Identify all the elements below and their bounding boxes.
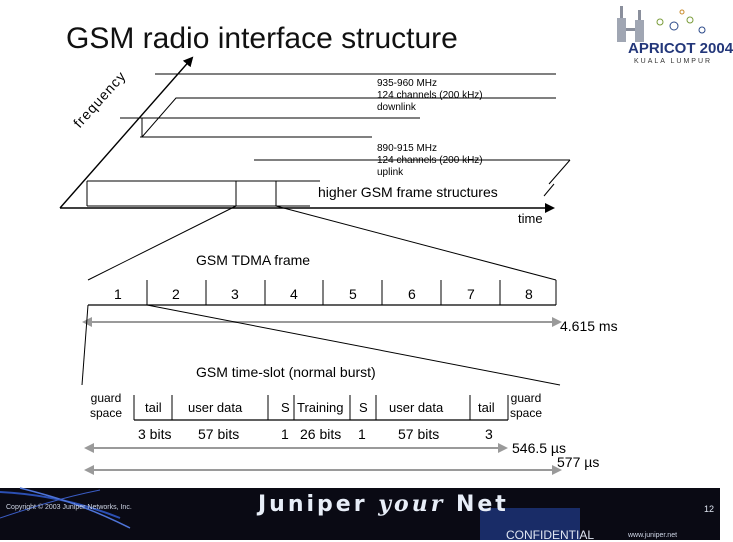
uplink-info: 890-915 MHz 124 channels (200 kHz) uplin… — [377, 143, 483, 179]
burst-outer-duration: 577 µs — [557, 454, 600, 470]
page-number: 12 — [704, 504, 715, 514]
burst-field-tail-left: tail — [145, 400, 162, 415]
tdma-slot: 8 — [525, 286, 533, 302]
tdma-slot: 4 — [290, 286, 298, 302]
burst-label: GSM time-slot (normal burst) — [196, 364, 376, 380]
burst-inner-duration: 546.5 µs — [512, 440, 566, 456]
burst-field-stealing-left: S — [281, 400, 290, 415]
higher-frames-label: higher GSM frame structures — [318, 184, 498, 200]
bits-training: 26 bits — [300, 426, 342, 442]
burst-field-stealing-right: S — [359, 400, 368, 415]
brand-net: Net — [455, 492, 509, 517]
gsm-structure-diagram — [59, 56, 571, 475]
bits-stealing-left: 1 — [281, 426, 289, 442]
downlink-band-range: 935-960 MHz — [377, 78, 438, 89]
logo-subtitle: KUALA LUMPUR — [634, 58, 713, 65]
footer-url: www.juniper.net — [628, 532, 678, 539]
uplink-band-range: 890-915 MHz — [377, 143, 438, 154]
tdma-duration: 4.615 ms — [560, 318, 618, 334]
guard-space-right: guard space — [510, 391, 543, 420]
bits-user-data-left: 57 bits — [198, 426, 240, 442]
downlink-band — [141, 97, 556, 138]
brand-your: your — [378, 491, 446, 517]
tdma-slot: 6 — [408, 286, 416, 302]
brand-juniper: Juniper — [258, 492, 368, 517]
tdma-slot: 7 — [467, 286, 475, 302]
burst-field-user-data-right: user data — [389, 400, 444, 415]
tdma-slot: 3 — [231, 286, 239, 302]
uplink-channels: 124 channels (200 kHz) — [377, 155, 483, 166]
burst-field-training: Training — [297, 400, 344, 415]
logo-name: APRICOT 2004 — [628, 40, 733, 57]
bits-tail-right: 3 — [485, 426, 493, 442]
frequency-axis — [59, 56, 194, 209]
tdma-slot: 2 — [172, 286, 180, 302]
juniper-brand: Juniper your Net — [258, 491, 509, 517]
tdma-frame-label: GSM TDMA frame — [196, 252, 311, 268]
swoosh-icon — [0, 487, 580, 540]
slide-title: GSM radio interface structure — [66, 22, 458, 55]
burst-field-tail-right: tail — [478, 400, 495, 415]
burst-field-user-data-left: user data — [188, 400, 243, 415]
confidential-label: CONFIDENTIAL — [506, 528, 595, 542]
apricot-logo — [598, 4, 716, 76]
bits-tail-left: 3 bits — [138, 426, 172, 442]
bits-stealing-right: 1 — [358, 426, 366, 442]
downlink-label: downlink — [377, 102, 416, 113]
footer-banner: Copyright © 2003 Juniper Networks, Inc. … — [0, 487, 720, 542]
time-axis-label: time — [518, 211, 543, 226]
tdma-slot: 5 — [349, 286, 357, 302]
skyline-icon — [617, 6, 706, 42]
tdma-slot: 1 — [114, 286, 122, 302]
downlink-info: 935-960 MHz 124 channels (200 kHz) downl… — [377, 78, 483, 114]
uplink-label: uplink — [377, 167, 404, 178]
copyright-text: Copyright © 2003 Juniper Networks, Inc. — [6, 504, 132, 511]
guard-space-left: guard space — [90, 391, 123, 420]
bits-user-data-right: 57 bits — [398, 426, 440, 442]
downlink-channels: 124 channels (200 kHz) — [377, 90, 483, 101]
